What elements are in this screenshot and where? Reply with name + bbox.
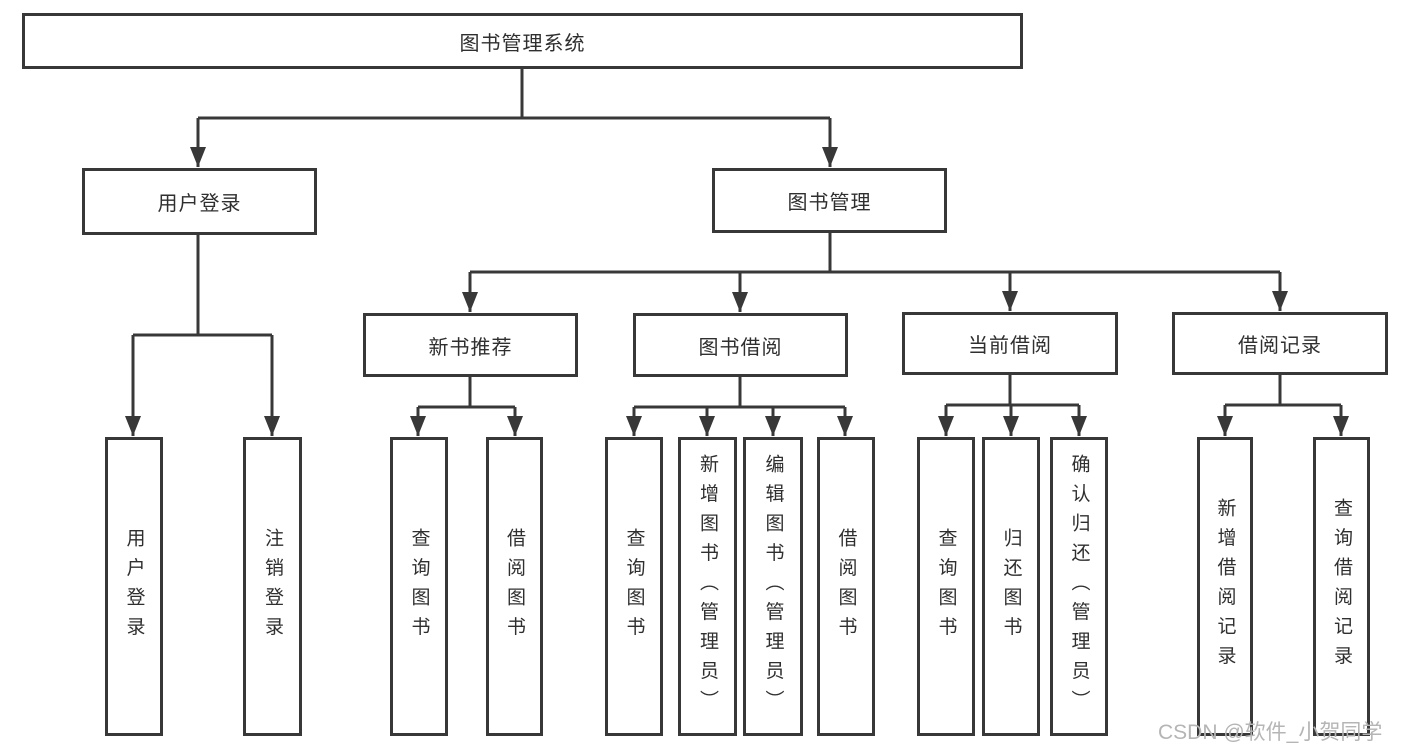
leaf-user-login-label: 用户登录 [123,527,145,646]
leaf-query-books-current: 查询图书 [917,437,975,736]
leaf-edit-book-admin: 编辑图书（管理员） [743,437,803,736]
leaf-add-borrow-record-label: 新增借阅记录 [1214,498,1236,675]
leaf-query-books-borrowing: 查询图书 [605,437,663,736]
leaf-add-borrow-record: 新增借阅记录 [1197,437,1253,736]
node-current-borrowing-label: 当前借阅 [968,335,1052,357]
leaf-add-book-admin-label: 新增图书（管理员） [697,453,718,720]
leaf-query-borrow-record-label: 查询借阅记录 [1331,498,1352,675]
leaf-query-books-borrowing-label: 查询图书 [623,527,645,646]
node-user-login: 用户登录 [82,168,317,235]
leaf-user-login: 用户登录 [105,437,163,736]
leaf-borrow-books-recommend: 借阅图书 [486,437,543,736]
leaf-return-books-label: 归还图书 [1000,527,1022,646]
leaf-query-books-current-label: 查询图书 [935,527,957,646]
node-new-book-recommend: 新书推荐 [363,313,578,377]
node-library-management-system-label: 图书管理系统 [459,32,586,55]
node-library-management-system: 图书管理系统 [22,13,1023,69]
leaf-return-books: 归还图书 [982,437,1040,736]
node-book-borrowing-label: 图书借阅 [698,336,783,359]
leaf-edit-book-admin-label: 编辑图书（管理员） [762,453,784,720]
node-book-management: 图书管理 [712,168,947,233]
csdn-watermark: CSDN @软件_小贺同学 [1158,721,1383,744]
leaf-borrow-books: 借阅图书 [817,437,875,736]
leaf-confirm-return-admin-label: 确认归还（管理员） [1068,453,1090,720]
leaf-query-borrow-record: 查询借阅记录 [1313,437,1370,736]
leaf-add-book-admin: 新增图书（管理员） [678,437,737,736]
node-user-login-label: 用户登录 [157,193,242,215]
leaf-borrow-books-label: 借阅图书 [835,527,857,646]
node-current-borrowing: 当前借阅 [902,312,1118,375]
node-new-book-recommend-label: 新书推荐 [428,336,513,359]
node-borrowing-records: 借阅记录 [1172,312,1388,375]
node-book-borrowing: 图书借阅 [633,313,848,377]
leaf-query-books-recommend: 查询图书 [390,437,448,736]
leaf-borrow-books-recommend-label: 借阅图书 [504,527,525,646]
leaf-logout-label: 注销登录 [262,527,283,646]
leaf-query-books-recommend-label: 查询图书 [408,527,430,646]
leaf-confirm-return-admin: 确认归还（管理员） [1050,437,1108,736]
node-book-management-label: 图书管理 [787,192,872,214]
leaf-logout: 注销登录 [243,437,302,736]
node-borrowing-records-label: 借阅记录 [1238,335,1322,357]
